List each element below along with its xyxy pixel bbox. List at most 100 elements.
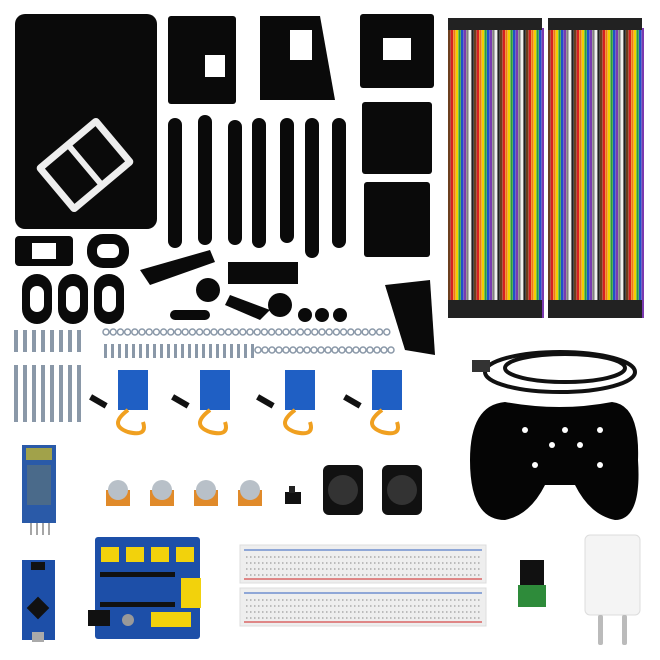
- screw: [14, 330, 18, 352]
- screw: [216, 344, 219, 358]
- nut: [275, 346, 283, 354]
- nut: [383, 328, 391, 336]
- jumper-wire: [458, 28, 461, 318]
- jumper-wire: [584, 28, 587, 318]
- screw: [237, 344, 240, 358]
- jumper-wire: [481, 28, 485, 318]
- jumper-wire: [468, 28, 472, 318]
- screw: [132, 344, 135, 358]
- connector-row: [448, 300, 542, 318]
- nut: [325, 328, 333, 336]
- jumper-wire: [528, 28, 531, 318]
- jumper-wire: [533, 28, 537, 318]
- screw: [41, 330, 45, 352]
- screw: [118, 344, 121, 358]
- screw: [202, 344, 205, 358]
- pad-hole: [597, 427, 603, 433]
- nut: [303, 328, 312, 336]
- nut: [102, 328, 110, 336]
- nut: [145, 328, 153, 336]
- nut: [174, 328, 182, 336]
- screw: [153, 344, 156, 358]
- pad-hole: [577, 442, 583, 448]
- pad-hole: [549, 442, 555, 448]
- screw: [23, 330, 27, 352]
- nut: [268, 346, 276, 354]
- nut: [373, 346, 381, 354]
- nut: [296, 346, 304, 354]
- jumper-wire: [531, 28, 534, 318]
- jumper-wire: [461, 28, 464, 318]
- nut: [352, 346, 360, 354]
- screw: [77, 365, 81, 405]
- screw: [14, 365, 18, 405]
- jumper-wire: [620, 28, 624, 318]
- screw: [59, 330, 63, 352]
- bluetooth-module: [22, 445, 56, 535]
- potentiometer-knob: [240, 480, 260, 500]
- jumper-wire: [507, 28, 511, 318]
- nut: [375, 328, 384, 336]
- servo-cable: [370, 408, 400, 436]
- jumper-wire: [613, 28, 616, 318]
- screw: [68, 365, 72, 405]
- jumper-wire: [513, 28, 516, 318]
- jumper-wire: [536, 28, 539, 318]
- arm-link: [305, 118, 319, 258]
- breadboard: [239, 544, 487, 584]
- servo-connector: [343, 394, 362, 409]
- servo-brackets: [168, 14, 434, 257]
- jumper-wire: [623, 28, 626, 318]
- jumper-wire: [520, 28, 524, 318]
- nut: [231, 328, 240, 336]
- nut: [289, 328, 297, 336]
- nut: [246, 328, 254, 336]
- nut: [261, 346, 269, 354]
- jumper-wire: [448, 28, 451, 318]
- nut: [159, 328, 168, 336]
- nut: [260, 328, 269, 336]
- nut: [380, 346, 388, 354]
- servo-connector: [171, 394, 190, 409]
- jumper-wire: [639, 28, 642, 318]
- screw: [59, 400, 63, 422]
- screw: [230, 344, 233, 358]
- jumper-wire: [453, 28, 456, 318]
- screw: [77, 400, 81, 422]
- jumper-wire: [466, 28, 469, 318]
- nut: [366, 346, 374, 354]
- potentiometers: [106, 480, 262, 506]
- screw: [104, 344, 107, 358]
- screw: [32, 400, 36, 422]
- screw: [50, 365, 54, 405]
- servo: [200, 370, 230, 410]
- jumper-wire: [500, 28, 503, 318]
- nut: [109, 328, 117, 336]
- screw: [111, 344, 114, 358]
- jumper-wire: [474, 28, 477, 318]
- nut: [167, 328, 175, 336]
- joystick-cap: [328, 475, 358, 505]
- jumper-wire: [628, 28, 631, 318]
- screw: [41, 365, 45, 405]
- nut: [254, 346, 262, 354]
- screw: [146, 344, 149, 358]
- screw: [125, 344, 128, 358]
- jumper-wire: [518, 28, 521, 318]
- nut: [131, 328, 139, 336]
- joystick-cap: [387, 475, 417, 505]
- jumper-wire: [566, 28, 569, 318]
- jumper-wire: [515, 28, 518, 318]
- breadboard: [239, 587, 487, 627]
- screw: [32, 330, 36, 352]
- arm-links: [168, 115, 346, 258]
- nut: [303, 346, 311, 354]
- nut: [332, 328, 341, 336]
- jumper-wire: [502, 28, 505, 318]
- screw: [41, 400, 45, 422]
- jumper-wire: [541, 28, 544, 318]
- screw: [23, 365, 27, 405]
- jumper-wire: [494, 28, 498, 318]
